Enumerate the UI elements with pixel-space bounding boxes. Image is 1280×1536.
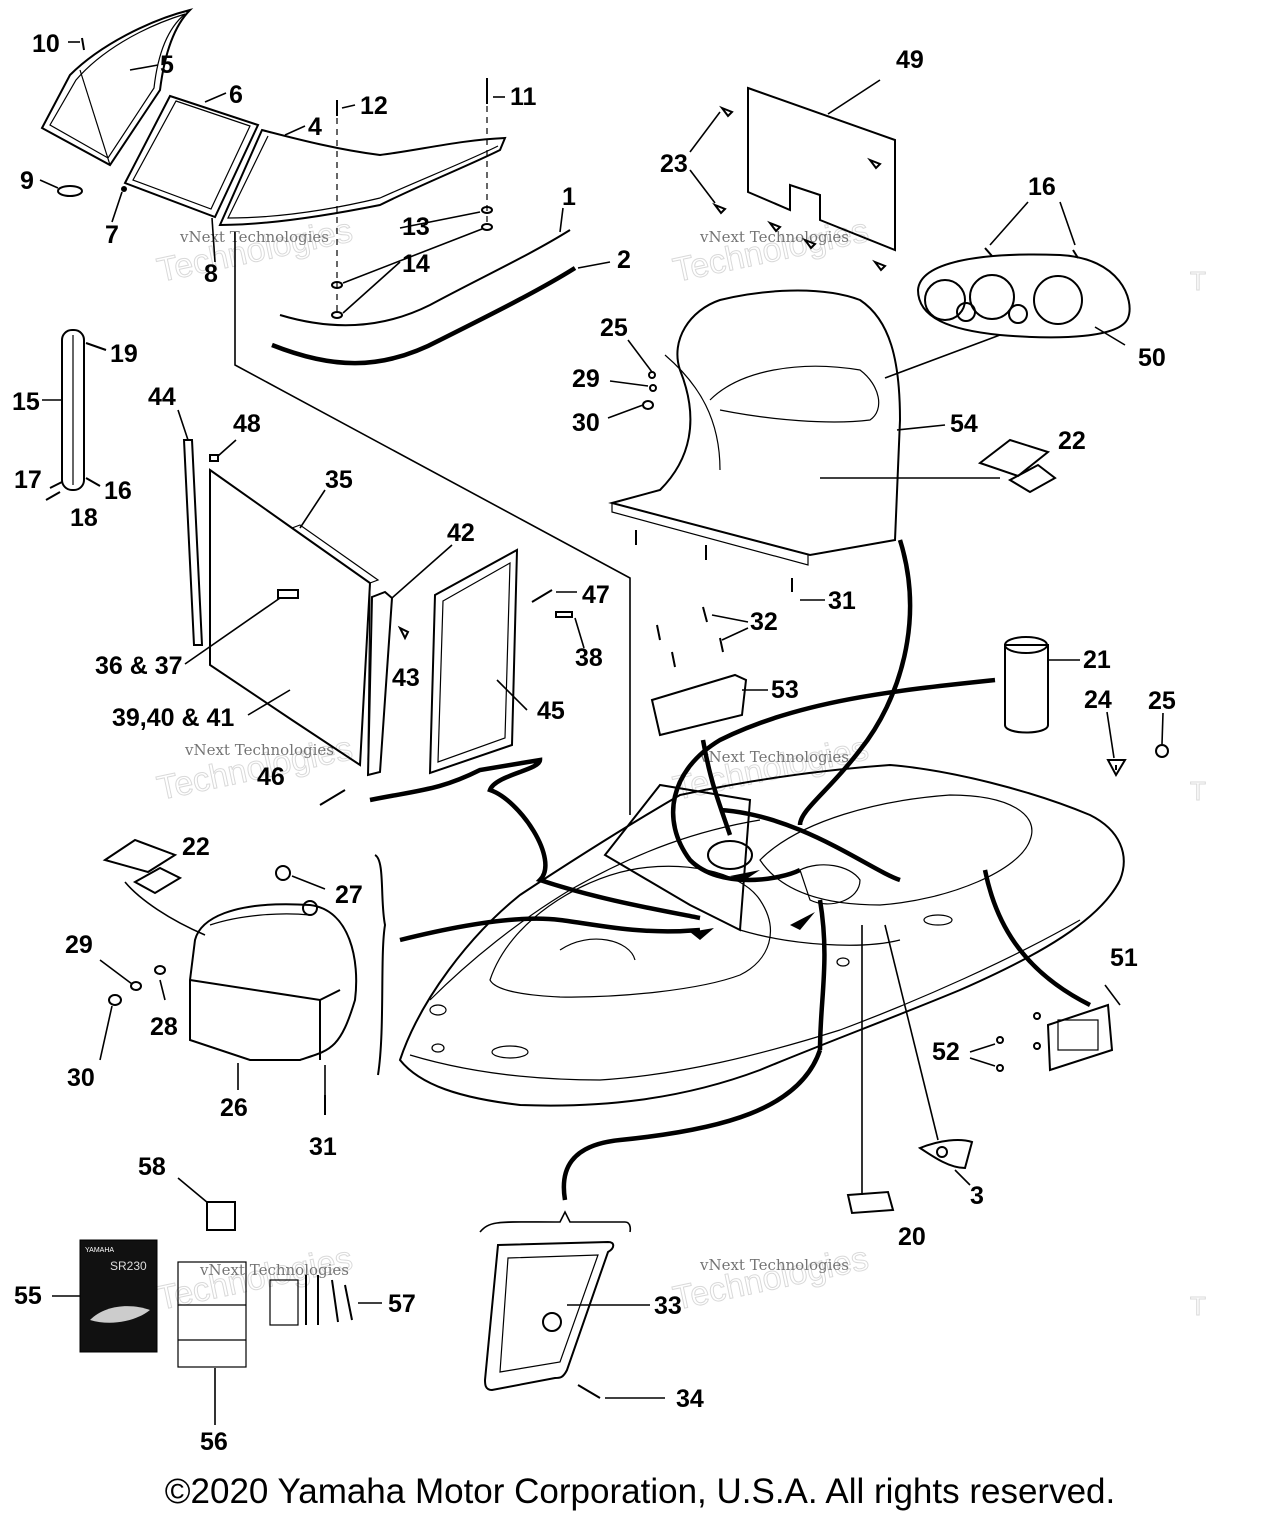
callout-22: 22: [1058, 427, 1086, 455]
callout-33: 33: [654, 1292, 682, 1320]
edge-mark: T: [1190, 266, 1206, 296]
manual-model: SR230: [110, 1259, 147, 1273]
callout-18: 18: [70, 504, 98, 532]
callout-51: 51: [1110, 944, 1138, 972]
callout-27: 27: [335, 881, 363, 909]
callout-31: 31: [828, 587, 856, 615]
callout-45: 45: [537, 697, 565, 725]
callout-25: 25: [600, 314, 628, 342]
edge-mark: T: [1190, 1291, 1206, 1321]
manual-kit: YAMAHA SR230: [52, 1177, 382, 1425]
callout-16: 16: [1028, 173, 1056, 201]
callout-13: 13: [402, 213, 430, 241]
callout-11: 11: [510, 83, 537, 111]
copyright-notice: ©2020 Yamaha Motor Corporation, U.S.A. A…: [164, 1472, 1116, 1511]
callout-19: 19: [110, 340, 138, 368]
watermark-line: vNext Technologies: [179, 228, 329, 246]
callout-3: 3: [970, 1182, 984, 1210]
callout-55: 55: [14, 1282, 42, 1310]
callout-46: 46: [257, 763, 285, 791]
callout-15: 15: [12, 388, 40, 416]
watermark-line: vNext Technologies: [199, 1261, 349, 1279]
callout-43: 43: [392, 664, 420, 692]
callouts: 10 5 6 4 12 11 9 7 8 13 14 1 2 49 23 16 …: [12, 30, 1176, 1456]
callout-34: 34: [676, 1385, 704, 1413]
callout-20: 20: [898, 1223, 926, 1251]
callout-21: 21: [1083, 646, 1111, 674]
callout-17: 17: [14, 466, 42, 494]
callout-12: 12: [360, 92, 388, 120]
callout-24: 24: [1084, 686, 1112, 714]
callout-2: 2: [617, 246, 631, 274]
watermark-line: vNext Technologies: [184, 741, 334, 759]
callout-30: 30: [572, 409, 600, 437]
callout-38: 38: [575, 644, 603, 672]
callout-28: 28: [150, 1013, 178, 1041]
callout-30b: 30: [67, 1064, 95, 1092]
callout-31b: 31: [309, 1133, 337, 1161]
watermark-big: Technologies: [670, 1239, 872, 1317]
access-hatch: [479, 1210, 665, 1399]
watermark-line: vNext Technologies: [699, 1256, 849, 1274]
callout-57: 57: [388, 1290, 416, 1318]
callout-7: 7: [105, 221, 119, 249]
callout-26: 26: [220, 1094, 248, 1122]
boat-hull: [398, 539, 1125, 1215]
windshield-assembly: [39, 8, 631, 815]
callout-50: 50: [1138, 344, 1166, 372]
callout-4: 4: [308, 113, 322, 141]
door-assembly: [177, 409, 701, 921]
callout-36-37: 36 & 37: [95, 652, 183, 680]
callout-16b: 16: [104, 477, 132, 505]
callout-49: 49: [896, 46, 924, 74]
callout-32: 32: [750, 608, 778, 636]
right-parts: [650, 606, 1169, 778]
callout-52: 52: [932, 1038, 960, 1066]
callout-23: 23: [660, 150, 688, 178]
callout-10: 10: [32, 30, 60, 58]
watermark-line: vNext Technologies: [699, 748, 849, 766]
callout-44: 44: [148, 383, 176, 411]
callout-9: 9: [20, 167, 34, 195]
grab-handle: [42, 329, 107, 501]
callout-39-40-41: 39,40 & 41: [112, 704, 234, 732]
callout-25b: 25: [1148, 687, 1176, 715]
callout-14: 14: [402, 250, 430, 278]
edge-mark: T: [1190, 776, 1206, 806]
callout-54: 54: [950, 410, 978, 438]
callout-6: 6: [229, 81, 243, 109]
owners-manual: [79, 1239, 158, 1353]
callout-1: 1: [562, 183, 576, 211]
callout-47: 47: [582, 581, 610, 609]
manual-brand: YAMAHA: [85, 1247, 114, 1254]
console-assembly: [607, 79, 1131, 601]
callout-42: 42: [447, 519, 475, 547]
callout-29b: 29: [65, 931, 93, 959]
callout-29: 29: [572, 365, 600, 393]
callout-53: 53: [771, 676, 799, 704]
callout-5: 5: [160, 51, 174, 79]
callout-8: 8: [204, 260, 218, 288]
callout-22b: 22: [182, 833, 210, 861]
callout-58: 58: [138, 1153, 166, 1181]
seat-assembly: [99, 838, 701, 1115]
callout-48: 48: [233, 410, 261, 438]
callout-35: 35: [325, 466, 353, 494]
watermark-line: vNext Technologies: [699, 228, 849, 246]
callout-56: 56: [200, 1428, 228, 1456]
